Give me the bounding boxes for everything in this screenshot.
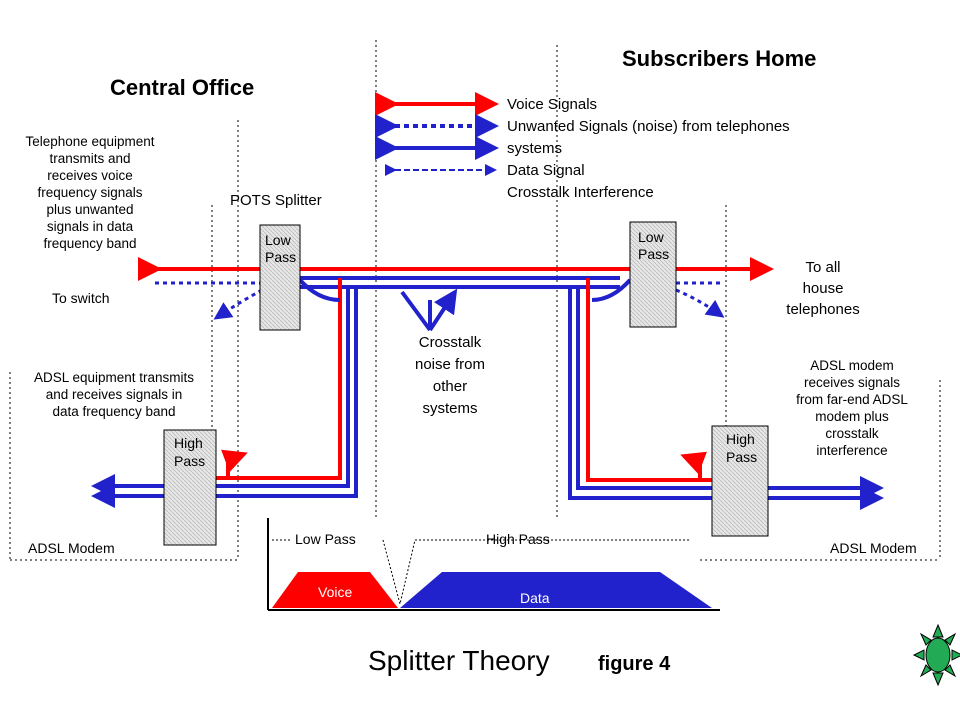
note-crosstalk-line-4: systems <box>422 400 477 417</box>
spectrum-data-label: Data <box>520 590 550 606</box>
subscribers-home-heading: Subscribers Home <box>622 46 816 71</box>
filter-high-right-label-1: High <box>726 431 755 447</box>
note-te-line-3: receives voice <box>47 168 133 183</box>
note-te-line-6: signals in data <box>47 219 134 234</box>
noise-drop-right <box>675 288 725 318</box>
diagram-title: Splitter Theory <box>368 645 550 676</box>
spectrum-voice-band <box>272 572 398 608</box>
note-to-all-line-1: To all <box>805 259 840 276</box>
legend-unwanted-label-2: systems <box>507 140 562 157</box>
note-te-line-4: frequency signals <box>37 185 142 200</box>
note-te-line-5: plus unwanted <box>46 202 133 217</box>
spectrum-graph: Low Pass High Pass Voice Data <box>267 518 720 611</box>
note-adsl-rx-line-2: receives signals <box>804 375 900 390</box>
note-crosstalk-noise: Crosstalk noise from other systems <box>415 334 485 417</box>
note-te-line-7: frequency band <box>43 236 136 251</box>
to-switch-label: To switch <box>52 290 110 306</box>
spectrum-low-pass-label: Low Pass <box>295 531 356 547</box>
data-path-right-1 <box>586 278 714 482</box>
spectrum-data-band <box>400 572 712 608</box>
return-curve-right <box>591 278 632 302</box>
crosstalk-arrow <box>400 292 455 332</box>
noise-drop-left <box>213 288 263 320</box>
diagram-figure-number: figure 4 <box>598 653 671 675</box>
data-path-right-2 <box>576 287 884 500</box>
note-to-all-telephones: To all house telephones <box>786 259 859 318</box>
note-telephone-equipment: Telephone equipment transmits and receiv… <box>25 134 154 251</box>
voice-hook-left <box>215 449 248 480</box>
note-adsl-rx-line-6: interference <box>816 443 887 458</box>
filter-high-left: High Pass <box>163 429 217 546</box>
spectrum-high-pass-label: High Pass <box>486 531 550 547</box>
note-adsl-eq-line-1: ADSL equipment transmits <box>34 370 194 385</box>
legend-voice-label: Voice Signals <box>507 96 597 113</box>
note-crosstalk-line-1: Crosstalk <box>419 334 482 351</box>
filter-low-right-label-2: Pass <box>638 246 669 262</box>
filter-low-left-label-1: Low <box>265 232 292 248</box>
note-adsl-rx-line-3: from far-end ADSL <box>796 392 908 407</box>
filter-high-right: High Pass <box>711 425 769 537</box>
central-office-heading: Central Office <box>110 75 254 100</box>
adsl-modem-left-label: ADSL Modem <box>28 540 115 556</box>
data-path-left-1 <box>215 278 342 480</box>
legend-unwanted-label: Unwanted Signals (noise) from telephones <box>507 118 790 135</box>
note-adsl-eq-line-2: and receives signals in <box>46 387 183 402</box>
filter-high-left-label-1: High <box>174 435 203 451</box>
note-adsl-rx-line-4: modem plus <box>815 409 889 424</box>
note-crosstalk-line-2: noise from <box>415 356 485 373</box>
legend: Voice Signals Unwanted Signals (noise) f… <box>375 92 790 201</box>
sun-star-icon[interactable] <box>912 623 960 687</box>
filter-low-left-label-2: Pass <box>265 249 296 265</box>
data-path-right-3 <box>568 287 884 510</box>
filter-high-right-label-2: Pass <box>726 449 757 465</box>
note-te-line-1: Telephone equipment <box>25 134 154 149</box>
note-adsl-modem-receives: ADSL modem receives signals from far-end… <box>796 358 908 458</box>
spectrum-voice-label: Voice <box>318 584 352 600</box>
legend-data-label: Data Signal <box>507 162 585 179</box>
filter-low-right: Low Pass <box>629 221 677 328</box>
signal-lines <box>91 257 884 510</box>
legend-crosstalk-label: Crosstalk Interference <box>507 184 654 201</box>
filter-high-left-label-2: Pass <box>174 453 205 469</box>
voice-hook-right <box>680 451 714 482</box>
adsl-modem-right-label: ADSL Modem <box>830 540 917 556</box>
note-adsl-rx-line-5: crosstalk <box>825 426 879 441</box>
divider-lines <box>9 40 941 561</box>
filter-low-right-label-1: Low <box>638 229 665 245</box>
note-crosstalk-line-3: other <box>433 378 467 395</box>
note-adsl-rx-line-1: ADSL modem <box>810 358 894 373</box>
return-curve-left <box>298 278 341 302</box>
note-to-all-line-2: house <box>803 280 844 297</box>
note-te-line-2: transmits and <box>49 151 130 166</box>
note-adsl-equipment: ADSL equipment transmits and receives si… <box>34 370 194 419</box>
note-adsl-eq-line-3: data frequency band <box>52 404 175 419</box>
pots-splitter-label: POTS Splitter <box>230 192 322 209</box>
filter-low-left: Low Pass <box>259 224 301 331</box>
note-to-all-line-3: telephones <box>786 301 859 318</box>
